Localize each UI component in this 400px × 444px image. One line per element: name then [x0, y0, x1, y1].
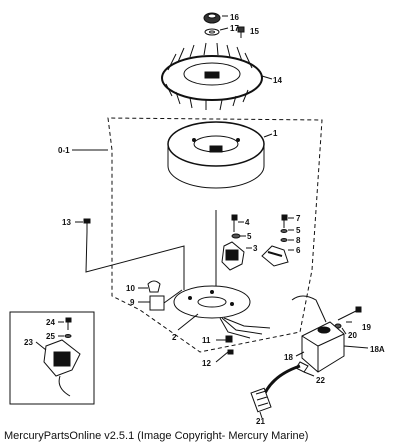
stator-plate-part-2[interactable]	[173, 285, 251, 319]
callout-18: 18	[284, 353, 293, 362]
callout-0-1: 0-1	[58, 146, 70, 155]
inset-box	[9, 311, 95, 405]
washer-part-25[interactable]	[64, 334, 72, 338]
callout-4: 4	[245, 218, 250, 227]
callout-19: 19	[362, 323, 371, 332]
callout-3: 3	[253, 244, 258, 253]
callout-13: 13	[62, 218, 71, 227]
washer-part-8[interactable]	[280, 238, 288, 242]
callout-22: 22	[316, 376, 325, 385]
callout-10: 10	[126, 284, 135, 293]
nut-part-16[interactable]	[203, 12, 221, 24]
callout-6: 6	[296, 246, 301, 255]
screw-part-15[interactable]	[237, 26, 245, 38]
callout-11: 11	[202, 336, 211, 345]
fan-flywheel-part-14[interactable]	[161, 42, 263, 111]
callout-15: 15	[250, 27, 259, 36]
callout-21: 21	[256, 417, 265, 426]
callout-24: 24	[46, 318, 55, 327]
clamp-part-11[interactable]	[225, 335, 233, 343]
ignition-coil-part-18[interactable]	[301, 321, 345, 373]
points-part-6[interactable]	[261, 245, 289, 267]
screw-part-12[interactable]	[227, 349, 234, 355]
callout-2: 2	[172, 333, 177, 342]
washer-part-5a[interactable]	[231, 233, 241, 239]
callout-16: 16	[230, 13, 239, 22]
copyright-footer: MercuryPartsOnline v2.5.1 (Image Copyrig…	[4, 430, 309, 442]
screw-part-24[interactable]	[65, 317, 72, 330]
callout-17: 17	[230, 24, 239, 33]
washer-part-17[interactable]	[204, 28, 220, 36]
coil-part-3[interactable]	[221, 241, 245, 271]
callout-1: 1	[273, 129, 278, 138]
coil-bracket-wire	[291, 295, 327, 323]
callout-18a: 18A	[370, 345, 385, 354]
screw-part-4[interactable]	[231, 214, 238, 232]
screw-part-19[interactable]	[337, 306, 362, 321]
callout-5a: 5	[247, 232, 252, 241]
callout-12: 12	[202, 359, 211, 368]
callout-20: 20	[348, 331, 357, 340]
assembly-outline	[107, 117, 323, 353]
screw-part-7[interactable]	[281, 214, 288, 228]
clip-part-10[interactable]	[147, 280, 161, 293]
wire-harness	[219, 317, 271, 339]
callout-14: 14	[273, 76, 282, 85]
callout-7: 7	[296, 214, 301, 223]
condenser-part-9[interactable]	[149, 289, 183, 311]
washer-part-5b[interactable]	[280, 229, 288, 233]
callout-5b: 5	[296, 226, 301, 235]
callout-9: 9	[130, 298, 135, 307]
ground-wire	[85, 231, 185, 290]
callout-25: 25	[46, 332, 55, 341]
flywheel-part-1[interactable]	[167, 121, 265, 189]
coil-part-23[interactable]	[43, 339, 81, 397]
exploded-parts-diagram: 16 17 15 14 1 0-1 13 4 5 3 7 5 8 6 10 9 …	[9, 12, 385, 426]
spark-plug-boot-part-21[interactable]	[250, 364, 301, 413]
screw-part-13[interactable]	[83, 218, 91, 232]
callout-23: 23	[24, 338, 33, 347]
callout-8: 8	[296, 236, 301, 245]
